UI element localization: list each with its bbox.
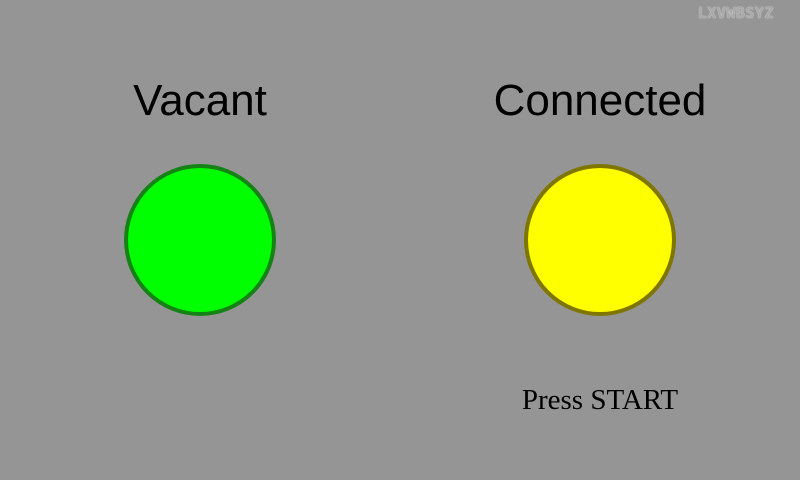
press-start-hint: Press START bbox=[521, 384, 679, 416]
status-panel-left: Vacant bbox=[124, 76, 276, 316]
status-title-left: Vacant bbox=[133, 76, 267, 125]
status-indicator-right bbox=[524, 164, 676, 316]
status-indicator-left bbox=[124, 164, 276, 316]
device-code-label: LXVWBSYZ bbox=[697, 4, 774, 22]
status-panel-right: Connected Press START bbox=[400, 0, 800, 480]
status-title-right: Connected bbox=[493, 76, 707, 125]
